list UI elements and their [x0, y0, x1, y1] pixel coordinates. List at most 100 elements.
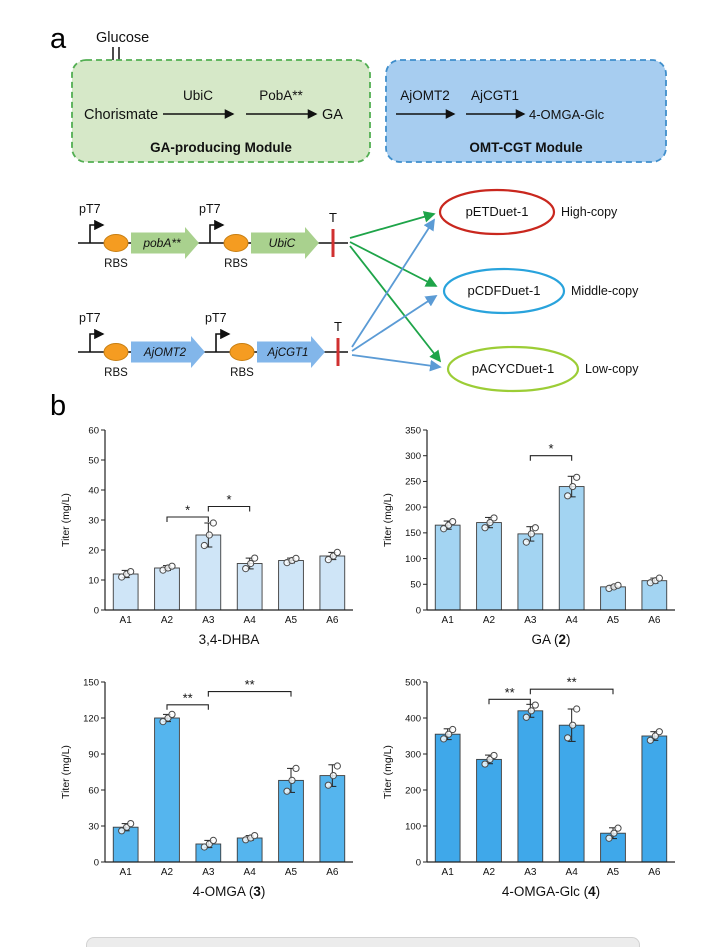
data-point [333, 762, 341, 770]
plasmid-pcdfduet [442, 267, 566, 315]
ga-to-petduet-arrow [349, 211, 436, 239]
chorismate-label: Chorismate [84, 107, 158, 123]
data-point [242, 565, 250, 573]
omga-glc-product-label: 4-OMGA-Glc [529, 107, 605, 122]
rbs-label: RBS [224, 258, 248, 270]
plasmid-petduet-label: pETDuet-1 [466, 204, 529, 219]
gene-arrow-ajcgt1 [257, 336, 325, 368]
x-tick-label: A6 [648, 867, 661, 878]
gene-arrow-ajomt2 [131, 336, 205, 368]
x-tick-label: A4 [244, 615, 257, 626]
data-point [127, 820, 135, 828]
data-point [646, 736, 654, 744]
y-axis-title: Titer (mg/L) [60, 493, 72, 547]
omt-module-box [385, 59, 667, 163]
data-point [440, 735, 448, 743]
x-tick-label: A4 [566, 867, 579, 878]
terminator-label: T [334, 319, 342, 334]
data-point [655, 728, 663, 736]
bar-A3 [517, 710, 544, 863]
omt-to-pcdfduet-arrow [351, 295, 438, 352]
bar-A1 [112, 826, 139, 863]
y-tick-label: 20 [88, 545, 99, 556]
data-point [569, 721, 577, 729]
data-point [614, 824, 622, 832]
y-tick-label: 350 [405, 425, 421, 436]
pt7-label: pT7 [199, 202, 221, 216]
omt-to-petduet-arrow [351, 218, 435, 348]
data-point [564, 492, 572, 500]
chart-title: 3,4-DHBA [199, 632, 260, 647]
y-tick-label: 40 [88, 485, 99, 496]
y-axis-title: Titer (mg/L) [60, 745, 72, 799]
y-tick-label: 0 [94, 857, 99, 868]
bar-A4 [236, 837, 263, 863]
ga-product-label: GA [322, 107, 343, 123]
promoter-icon [89, 328, 105, 352]
rbs-icon [223, 234, 249, 252]
x-tick-label: A4 [244, 867, 257, 878]
data-point [292, 764, 300, 773]
significance-label: ** [567, 675, 577, 690]
significance-label: * [548, 441, 553, 456]
data-point [440, 525, 448, 533]
data-point [573, 473, 581, 481]
data-point [324, 781, 332, 789]
x-tick-label: A3 [524, 615, 537, 626]
bar-A6 [319, 775, 346, 863]
bar-A4 [236, 563, 263, 611]
data-point [288, 776, 296, 785]
x-tick-label: A1 [442, 615, 455, 626]
x-tick-label: A6 [648, 615, 661, 626]
data-point [168, 710, 176, 719]
cropped-next-section [86, 937, 640, 947]
middle-copy-label: Middle-copy [571, 284, 639, 298]
bar-A2 [154, 567, 180, 611]
plasmid-petduet [438, 188, 556, 236]
y-axis-title: Titer (mg/L) [382, 493, 394, 547]
data-point [127, 568, 135, 576]
data-point [333, 548, 341, 556]
x-tick-label: A5 [285, 615, 298, 626]
x-tick-label: A2 [161, 615, 174, 626]
x-tick-label: A5 [285, 867, 298, 878]
significance-bracket [488, 698, 531, 705]
y-tick-label: 30 [88, 821, 99, 832]
y-tick-label: 120 [83, 713, 99, 724]
data-point [605, 834, 613, 842]
y-tick-label: 60 [88, 425, 99, 436]
data-point [445, 730, 453, 738]
x-tick-label: A3 [524, 867, 537, 878]
x-tick-label: A6 [326, 615, 339, 626]
y-tick-label: 300 [405, 451, 421, 462]
rbs-label: RBS [230, 367, 254, 379]
bar-A3 [517, 533, 544, 611]
ajomt2-enzyme-label: AjOMT2 [400, 88, 450, 103]
significance-bracket [529, 455, 573, 461]
data-point [205, 531, 213, 539]
gene-arrow-poba [131, 227, 199, 259]
y-tick-label: 150 [405, 528, 421, 539]
data-point [247, 559, 255, 568]
significance-bracket [529, 688, 614, 695]
pt7-label: pT7 [205, 311, 227, 325]
data-point [251, 832, 259, 840]
y-tick-label: 0 [416, 605, 421, 616]
x-tick-label: A6 [326, 867, 339, 878]
plasmid-pacycduet [446, 345, 580, 393]
pt7-label: pT7 [79, 202, 101, 216]
y-tick-label: 100 [405, 821, 421, 832]
data-point [283, 787, 291, 795]
bar-A5 [278, 560, 304, 611]
x-tick-label: A2 [483, 615, 496, 626]
ga-to-pcdfduet-arrow [349, 241, 438, 287]
data-point [209, 519, 217, 527]
y-tick-label: 30 [88, 515, 99, 526]
pathway-diagram: a Glucose Chorismate UbiC PobA** GA GA-p… [50, 23, 667, 393]
data-point [449, 725, 457, 734]
y-tick-label: 50 [410, 580, 421, 591]
